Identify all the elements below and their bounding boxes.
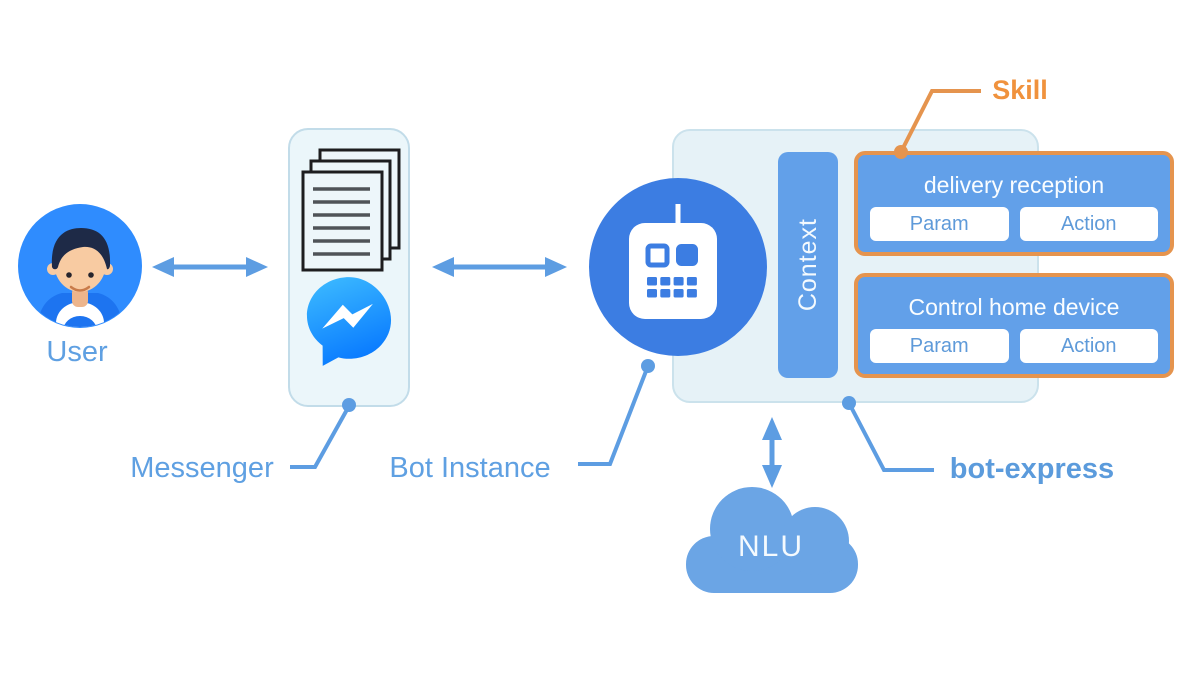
bot-instance-label: Bot Instance — [389, 452, 551, 484]
connector-messenger-label — [290, 405, 351, 469]
user-avatar — [17, 203, 143, 334]
context-label: Context — [793, 218, 822, 312]
skill-callout-label: Skill — [992, 75, 1048, 105]
connector-bot-instance-label — [578, 365, 650, 466]
bot-express-label: bot-express — [949, 453, 1115, 485]
documents-icon — [300, 145, 405, 280]
skill-title: delivery reception — [923, 171, 1105, 198]
skill-box-delivery-reception: delivery reception Param Action — [854, 151, 1174, 256]
action-button: Action — [1019, 207, 1158, 241]
connector-bot-express-label — [847, 402, 934, 472]
param-button: Param — [870, 207, 1009, 241]
messenger-label: Messenger — [130, 452, 274, 484]
param-button: Param — [870, 329, 1009, 363]
action-button: Action — [1019, 329, 1158, 363]
skill-box-control-home-device: Control home device Param Action — [854, 273, 1174, 378]
nlu-label: NLU — [737, 530, 805, 563]
robot-icon — [589, 178, 767, 361]
skill-button-row: Param Action — [870, 329, 1158, 363]
connector-dot — [641, 359, 655, 373]
messenger-logo-icon — [306, 275, 392, 373]
arrow-user-messenger — [152, 257, 268, 277]
context-bar: Context — [778, 152, 838, 378]
skill-button-row: Param Action — [870, 207, 1158, 241]
user-label: User — [46, 336, 108, 368]
arrow-messenger-bot — [432, 257, 567, 277]
arrow-botexpress-nlu — [762, 417, 782, 488]
skill-title: Control home device — [908, 293, 1120, 320]
